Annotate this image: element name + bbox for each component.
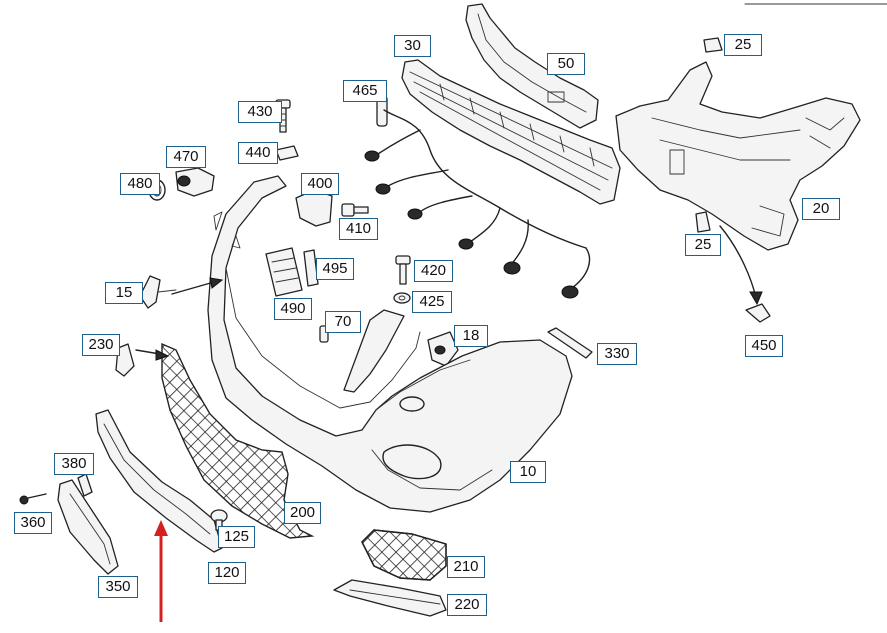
wiring-harness-part-465 (364, 95, 591, 299)
impact-absorber-part-30 (401, 59, 621, 205)
bumper-cover-part-10 (207, 175, 573, 513)
callout-425: 425 (412, 291, 452, 313)
camera-part-18 (427, 331, 459, 367)
sensor-part-470 (175, 167, 215, 197)
clip-part-230 (115, 343, 135, 377)
callout-25-top: 25 (724, 34, 762, 56)
callout-210: 210 (447, 556, 485, 578)
callout-420: 420 (414, 260, 453, 282)
callout-480: 480 (120, 173, 160, 195)
callout-495: 495 (316, 258, 354, 280)
bolt-part-410 (341, 203, 369, 217)
control-module-part-490 (265, 247, 303, 297)
callout-450: 450 (745, 335, 783, 357)
lower-grille-part-200 (161, 342, 315, 539)
callout-490: 490 (274, 298, 312, 320)
trim-strip-part-330 (547, 327, 593, 359)
support-bracket-part-50 (465, 3, 599, 129)
callout-220: 220 (447, 594, 487, 616)
callout-380: 380 (54, 453, 94, 475)
callout-50: 50 (547, 53, 585, 75)
bracket-part-495 (303, 249, 319, 287)
callout-350: 350 (98, 576, 138, 598)
callout-18: 18 (454, 325, 488, 347)
screw-part-360 (19, 493, 47, 505)
lower-trim-part-120 (95, 409, 223, 553)
callout-125: 125 (218, 526, 255, 548)
callout-470: 470 (166, 146, 206, 168)
callout-410: 410 (339, 218, 378, 240)
callout-10: 10 (510, 461, 546, 483)
callout-330: 330 (597, 343, 637, 365)
callout-15: 15 (105, 282, 143, 304)
fog-grille-part-210 (361, 529, 447, 581)
clip-part-25-top (703, 37, 723, 53)
callout-465: 465 (343, 80, 387, 102)
red-indicator-arrow (154, 520, 168, 622)
callout-120: 120 (208, 562, 246, 584)
holder-part-400 (295, 189, 333, 227)
callout-400: 400 (301, 173, 339, 195)
license-plate-bracket-part-350 (57, 479, 119, 575)
callout-70: 70 (325, 311, 361, 333)
screw-part-450 (745, 303, 771, 323)
clip-part-25-mid (695, 211, 711, 233)
leader-arrows (135, 225, 763, 361)
cap-part-125 (210, 509, 228, 531)
clip-part-440 (275, 145, 299, 161)
cap-part-15 (139, 275, 177, 309)
callout-430: 430 (238, 101, 282, 123)
callout-440: 440 (238, 142, 278, 164)
chrome-strip-part-220 (333, 579, 447, 617)
bolt-part-420 (395, 255, 411, 285)
callout-20: 20 (802, 198, 840, 220)
callout-30: 30 (394, 35, 431, 57)
mount-bracket-part-20 (615, 61, 861, 251)
clip-part-380 (77, 473, 93, 497)
callout-230: 230 (82, 334, 120, 356)
callout-360: 360 (14, 512, 52, 534)
callout-25-mid: 25 (685, 234, 721, 256)
washer-part-425 (393, 292, 411, 304)
callout-200: 200 (284, 502, 321, 524)
